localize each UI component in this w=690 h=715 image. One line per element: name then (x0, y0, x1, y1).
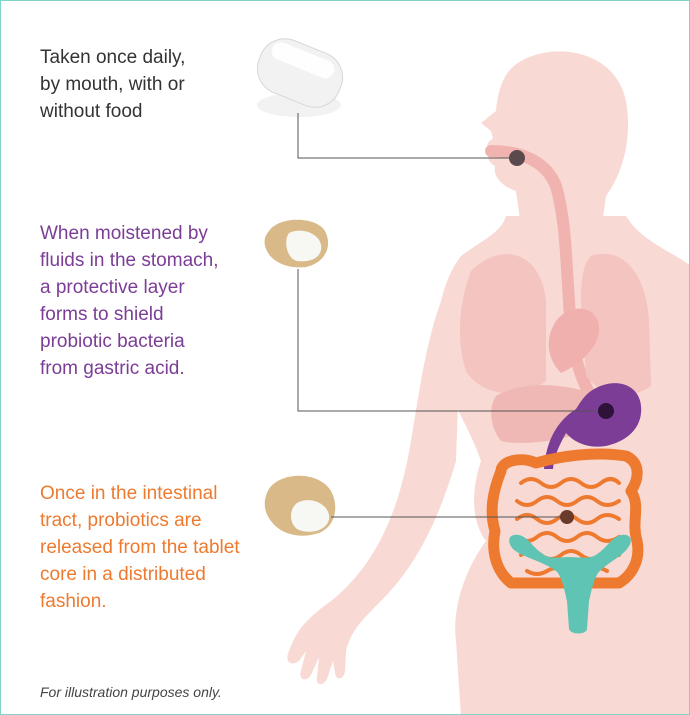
intestine-marker (560, 510, 574, 524)
mouth-marker (509, 150, 525, 166)
step-2-text: When moistened by fluids in the stomach,… (40, 220, 245, 382)
step-1-text: Taken once daily, by mouth, with or with… (40, 44, 230, 125)
pill-tablet-icon (250, 31, 351, 117)
pill-moistened-icon (265, 220, 329, 268)
lung-left (460, 254, 546, 393)
step-3-text: Once in the intestinal tract, probiotics… (40, 480, 290, 615)
illustration-footnote: For illustration purposes only. (40, 684, 222, 700)
leader-line-mouth (298, 113, 517, 158)
stomach-marker (598, 403, 614, 419)
